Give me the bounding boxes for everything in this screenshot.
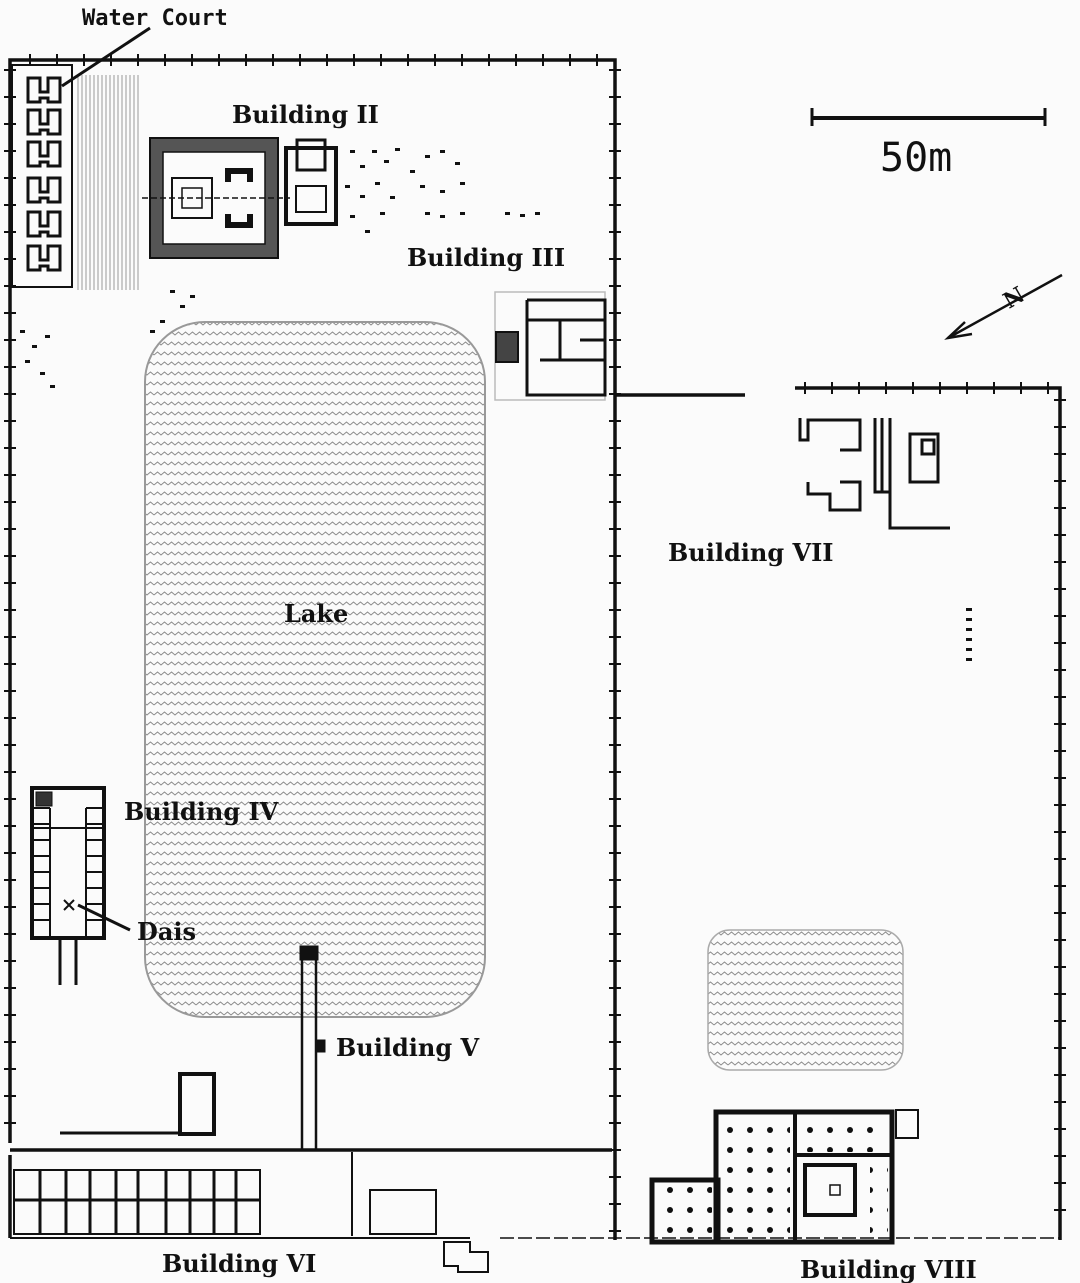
building-iii-label: Building III [407, 243, 566, 272]
lake-shape [144, 321, 486, 1018]
dais-pointer [77, 903, 131, 932]
building-ii-label: Building II [232, 100, 379, 129]
building-iv-label: Building IV [124, 797, 279, 826]
building-v-plan [299, 945, 326, 1150]
small-shrine-plan [60, 1072, 216, 1136]
building-iii-plan [494, 291, 607, 401]
building-ii-plan [20, 137, 540, 388]
water-court [11, 64, 139, 290]
building-viii-label: Building VIII [800, 1255, 977, 1283]
scale-bar [810, 108, 1047, 126]
building-v-label: Building V [336, 1033, 480, 1062]
wall-buttresses [4, 54, 1066, 1232]
dais-label: Dais [137, 917, 196, 946]
building-vi-plan [13, 1152, 489, 1273]
building-viii-plan [649, 1109, 919, 1245]
scale-bar-label: 50m [880, 135, 953, 181]
small-lake-shape [707, 929, 904, 1071]
building-vii-plan [798, 418, 950, 530]
building-iv-plan [30, 786, 106, 985]
enclosure-walls [8, 58, 1062, 1240]
north-arrow [944, 273, 1063, 340]
water-court-pointer [61, 26, 151, 88]
water-court-label: Water Court [82, 6, 228, 31]
building-vii-marks [966, 608, 972, 661]
lake-label: Lake [284, 599, 349, 628]
building-vi-label: Building VI [162, 1249, 317, 1278]
building-vii-label: Building VII [668, 538, 834, 567]
